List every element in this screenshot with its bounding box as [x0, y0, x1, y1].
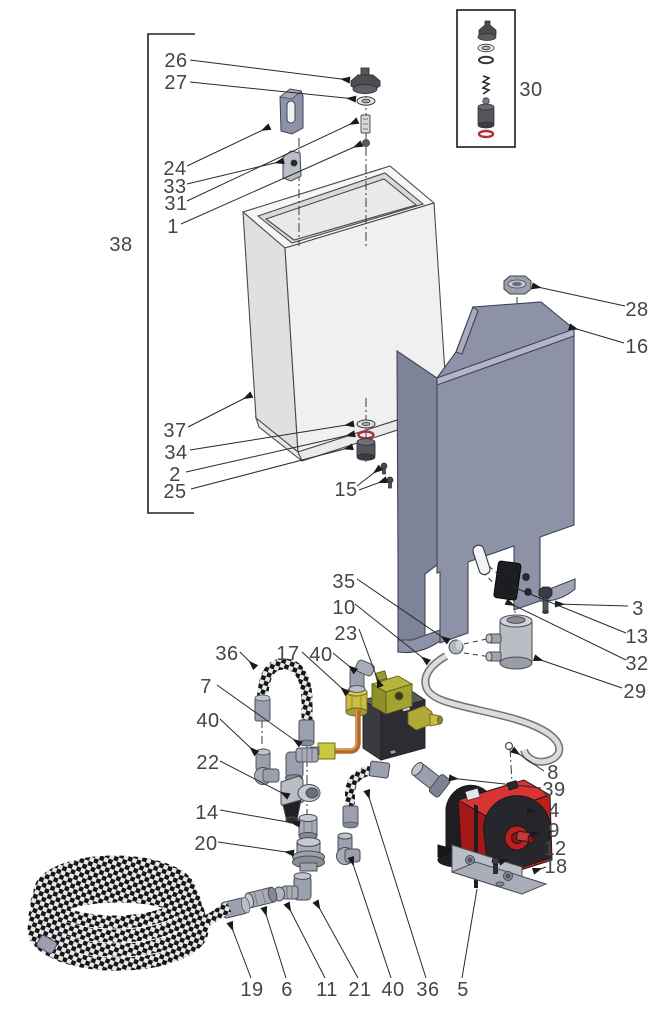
callout-29: 29: [623, 681, 646, 703]
fitting-25: [356, 438, 376, 461]
coiled-hose: [27, 855, 232, 971]
callout-5: 5: [457, 979, 469, 1001]
leader-lines: [180, 59, 629, 979]
ring-8: [504, 741, 514, 751]
callout-30: 30: [519, 79, 542, 101]
callout-19: 19: [240, 979, 263, 1001]
callout-32: 32: [625, 653, 648, 675]
valve-kit-parts: [477, 20, 497, 139]
callout-1: 1: [167, 216, 179, 238]
callout-35: 35: [332, 571, 355, 593]
callout-20: 20: [194, 833, 217, 855]
callout-40-a: 40: [309, 644, 332, 666]
bracket-24: [279, 88, 304, 135]
block-33: [282, 150, 302, 182]
copper-tube: [330, 710, 361, 754]
callout-9: 9: [548, 820, 560, 842]
valve-body-23: [370, 670, 414, 715]
float-cap-26: [350, 67, 381, 94]
callout-23: 23: [334, 623, 357, 645]
callout-21: 21: [348, 979, 371, 1001]
callout-6: 6: [281, 979, 293, 1001]
bolt-3: [538, 586, 553, 614]
plug-35: [448, 639, 464, 655]
cylinder-29: [485, 614, 533, 670]
callout-36-a: 36: [215, 643, 238, 665]
ball-1: [362, 139, 370, 147]
elbow-under-20: [281, 872, 312, 901]
fitting-40b: [254, 748, 280, 785]
callout-26: 26: [164, 50, 187, 72]
callout-38: 38: [109, 234, 132, 256]
callout-13: 13: [625, 626, 648, 648]
valve-22: [280, 775, 321, 824]
callout-33: 33: [163, 176, 186, 198]
callout-10: 10: [332, 597, 355, 619]
callout-22: 22: [196, 752, 219, 774]
strainer-31: [360, 114, 371, 134]
callout-24: 24: [163, 158, 186, 180]
washer-27: [356, 96, 376, 106]
bent-tube-10: [421, 652, 564, 766]
callout-40-b: 40: [196, 710, 219, 732]
callout-18: 18: [544, 856, 567, 878]
callout-39: 39: [542, 779, 565, 801]
hex-nipple-14: [298, 813, 318, 841]
callout-2: 2: [169, 464, 181, 486]
callout-12: 12: [543, 838, 566, 860]
elbow-39: [411, 762, 451, 798]
flange-fitting-20: [292, 837, 325, 872]
callout-34: 34: [164, 442, 187, 464]
brass-outlet-fitting: [407, 705, 443, 731]
callout-25: 25: [163, 481, 186, 503]
elbow-7: [285, 747, 319, 782]
callout-11: 11: [316, 979, 338, 1001]
callout-3: 3: [632, 598, 644, 620]
callout-28: 28: [625, 299, 648, 321]
group-bracket-38: [147, 33, 195, 514]
callout-16: 16: [625, 336, 648, 358]
elbow-40c: [336, 832, 361, 865]
callout-36-b: 36: [416, 979, 439, 1001]
bracket-panel-16: [396, 301, 576, 654]
braided-hose-36b: [342, 760, 391, 829]
washer-34: [356, 419, 376, 429]
callout-14: 14: [195, 802, 218, 824]
callout-7: 7: [200, 676, 212, 698]
screws-15: [380, 462, 394, 489]
callout-8: 8: [547, 762, 559, 784]
callout-17: 17: [276, 643, 299, 665]
inset-box-30: [456, 9, 516, 148]
hex-nut-28: [503, 275, 532, 295]
callout-37: 37: [163, 420, 186, 442]
pump-bracket-18: [450, 844, 548, 895]
callout-15: 15: [334, 479, 357, 501]
callout-31: 31: [164, 193, 187, 215]
callout-40-c: 40: [381, 979, 404, 1001]
callout-27: 27: [164, 72, 187, 94]
callout-4: 4: [548, 800, 560, 822]
screw-12: [491, 857, 500, 874]
braided-hose-36a: [254, 658, 315, 747]
